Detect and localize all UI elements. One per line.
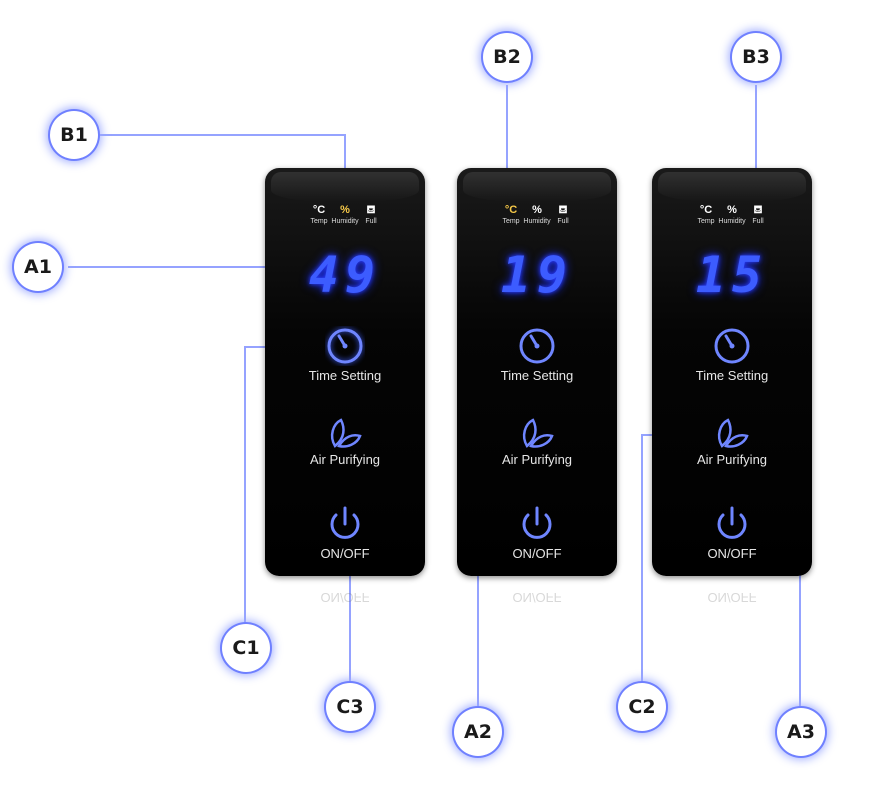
timer-icon — [519, 328, 555, 364]
leaf-icon — [330, 418, 362, 448]
full-indicator: ⛾Full — [752, 204, 764, 225]
timer-icon — [327, 328, 363, 364]
leaf-icon — [522, 418, 554, 448]
power-button[interactable]: ON/OFF — [265, 504, 425, 561]
power-icon — [717, 506, 747, 539]
callout-c3: C3 — [326, 683, 374, 731]
power-icon — [522, 506, 552, 539]
digital-display: 49 — [308, 246, 382, 304]
full-indicator: ⛾Full — [365, 204, 377, 225]
callout-c1: C1 — [222, 624, 270, 672]
timer-icon — [714, 328, 750, 364]
air-purifying-button[interactable]: Air Purifying — [652, 416, 812, 467]
digital-display: 15 — [695, 246, 769, 304]
power-button[interactable]: ON/OFF — [457, 504, 617, 561]
full-indicator: ⛾Full — [557, 204, 569, 225]
callout-a2: A2 — [454, 708, 502, 756]
callout-b3: B3 — [732, 33, 780, 81]
time-setting-button[interactable]: Time Setting — [265, 326, 425, 383]
power-icon — [330, 506, 360, 539]
panel-1-reflection: ON/OFF — [320, 590, 370, 605]
humidity-indicator: %Humidity — [523, 204, 551, 225]
humidity-indicator: %Humidity — [331, 204, 359, 225]
callout-a1: A1 — [14, 243, 62, 291]
tank-full-icon: ⛾ — [753, 204, 763, 216]
callout-a3: A3 — [777, 708, 825, 756]
time-setting-button[interactable]: Time Setting — [457, 326, 617, 383]
time-setting-button[interactable]: Time Setting — [652, 326, 812, 383]
callout-c2: C2 — [618, 683, 666, 731]
callout-b1: B1 — [50, 111, 98, 159]
humidity-indicator: %Humidity — [718, 204, 746, 225]
tank-full-icon: ⛾ — [558, 204, 568, 216]
air-purifying-button[interactable]: Air Purifying — [457, 416, 617, 467]
tank-full-icon: ⛾ — [366, 204, 376, 216]
air-purifying-button[interactable]: Air Purifying — [265, 416, 425, 467]
panel-3-reflection: ON/OFF — [707, 590, 757, 605]
power-button[interactable]: ON/OFF — [652, 504, 812, 561]
callout-b2: B2 — [483, 33, 531, 81]
digital-display: 19 — [500, 246, 574, 304]
leaf-icon — [717, 418, 749, 448]
panel-2-reflection: ON/OFF — [512, 590, 562, 605]
